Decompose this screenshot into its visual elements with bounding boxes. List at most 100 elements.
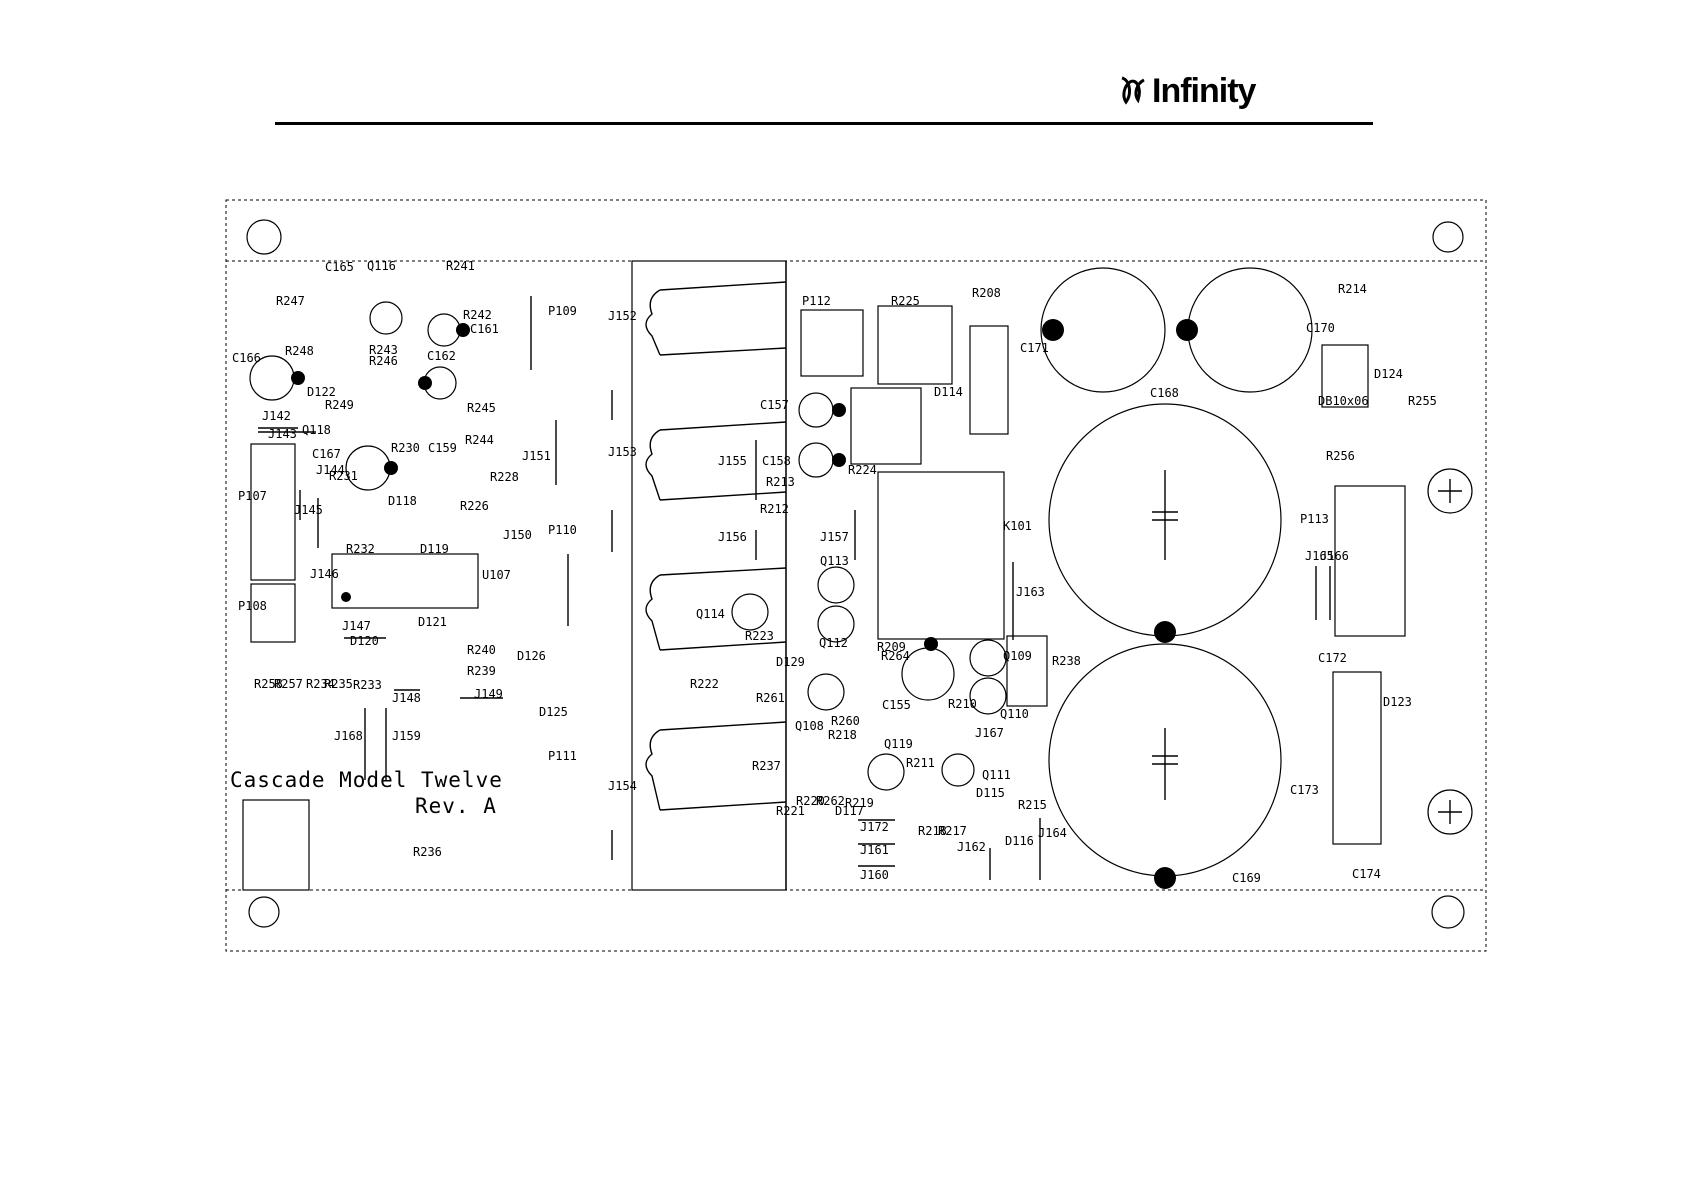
component-label-d120: D120 xyxy=(350,634,379,648)
component-label-r210: R210 xyxy=(948,697,977,711)
component-label-j159: J159 xyxy=(392,729,421,743)
component-label-d129: D129 xyxy=(776,655,805,669)
component-label-c173: C173 xyxy=(1290,783,1319,797)
component-label-r248: R248 xyxy=(285,344,314,358)
component-label-r212: R212 xyxy=(760,502,789,516)
component-label-d117: D117 xyxy=(835,804,864,818)
component-label-r224: R224 xyxy=(848,463,877,477)
component-label-r249: R249 xyxy=(325,398,354,412)
component-label-d125: D125 xyxy=(539,705,568,719)
component-label-r211: R211 xyxy=(906,756,935,770)
component-label-r243: R243 xyxy=(369,343,398,357)
component-label-r230: R230 xyxy=(391,441,420,455)
resistor-R224-body xyxy=(850,387,922,465)
component-label-k101: K101 xyxy=(1003,519,1032,533)
component-label-q112: Q112 xyxy=(819,636,848,650)
component-label-c174: C174 xyxy=(1352,867,1381,881)
board-title: Cascade Model Twelve xyxy=(230,768,503,792)
component-label-c167: C167 xyxy=(312,447,341,461)
component-label-r218b: R218 xyxy=(918,824,947,838)
component-label-r209: R209 xyxy=(877,640,906,654)
component-label-q113: Q113 xyxy=(820,554,849,568)
component-label-d122: D122 xyxy=(307,385,336,399)
component-label-r236: R236 xyxy=(413,845,442,859)
component-label-r255: R255 xyxy=(1408,394,1437,408)
component-label-r235: R235 xyxy=(324,677,353,691)
component-label-r217: R217 xyxy=(938,824,967,838)
component-label-j161: J161 xyxy=(860,843,889,857)
component-label-r257: R257 xyxy=(274,677,303,691)
component-label-r231: R231 xyxy=(329,469,358,483)
component-label-r247: R247 xyxy=(276,294,305,308)
resistor-R208-body xyxy=(969,325,1009,435)
component-label-q116: Q116 xyxy=(367,259,396,273)
component-label-c171: C171 xyxy=(1020,341,1049,355)
component-label-j153: J153 xyxy=(608,445,637,459)
component-label-c157: C157 xyxy=(760,398,789,412)
mounting-hole xyxy=(246,219,282,255)
component-label-q119: Q119 xyxy=(884,737,913,751)
component-label-p113: P113 xyxy=(1300,512,1329,526)
board-revision: Rev. A xyxy=(415,794,497,818)
component-label-j151: J151 xyxy=(522,449,551,463)
component-label-r246: R246 xyxy=(369,354,398,368)
component-label-j172: J172 xyxy=(860,820,889,834)
component-label-d115: D115 xyxy=(976,786,1005,800)
standoff-bracket xyxy=(242,799,310,891)
connector-P113 xyxy=(1334,485,1406,637)
component-label-r214: R214 xyxy=(1338,282,1367,296)
component-label-r260: R260 xyxy=(831,714,860,728)
brand-logo xyxy=(1116,70,1256,116)
bridge-rectifier xyxy=(1321,344,1369,408)
component-label-j144: J144 xyxy=(316,463,345,477)
component-label-c162: C162 xyxy=(427,349,456,363)
component-label-r262: R262 xyxy=(816,794,845,808)
component-label-r256: R256 xyxy=(1326,449,1355,463)
component-label-q109: Q109 xyxy=(1003,649,1032,663)
component-label-r241: R241 xyxy=(446,259,475,273)
component-label-c159: C159 xyxy=(428,441,457,455)
component-label-j155: J155 xyxy=(718,454,747,468)
bulk-capacitors xyxy=(1040,267,1313,889)
component-label-r221: R221 xyxy=(776,804,805,818)
infinity-swirl-icon xyxy=(1121,76,1145,105)
component-label-j149: J149 xyxy=(474,687,503,701)
component-label-c165: C165 xyxy=(325,260,354,274)
component-label-q118: Q118 xyxy=(302,423,331,437)
component-label-d114: D114 xyxy=(934,385,963,399)
component-label-j157: J157 xyxy=(820,530,849,544)
component-label-r218: R218 xyxy=(828,728,857,742)
component-label-d118: D118 xyxy=(388,494,417,508)
screw-terminals xyxy=(1427,468,1473,835)
mounting-hole xyxy=(1432,221,1464,253)
component-label-q108: Q108 xyxy=(795,719,824,733)
jumpers xyxy=(258,296,1331,880)
component-label-q114: Q114 xyxy=(696,607,725,621)
resistor-R225-body xyxy=(877,305,953,385)
component-label-p111: P111 xyxy=(548,749,577,763)
component-label-j168: J168 xyxy=(334,729,363,743)
component-label-j147: J147 xyxy=(342,619,371,633)
component-label-c169: C169 xyxy=(1232,871,1261,885)
component-label-q111: Q111 xyxy=(982,768,1011,782)
component-label-r215: R215 xyxy=(1018,798,1047,812)
mounting-hole xyxy=(1431,895,1465,929)
component-label-j165: J165 xyxy=(1305,549,1334,563)
component-label-d121: D121 xyxy=(418,615,447,629)
component-label-j163: J163 xyxy=(1016,585,1045,599)
header-rule xyxy=(275,122,1373,125)
resistor-R238-body xyxy=(1006,635,1048,707)
component-label-r219: R219 xyxy=(845,796,874,810)
component-label-r228: R228 xyxy=(490,470,519,484)
component-label-c168: C168 xyxy=(1150,386,1179,400)
component-label-r222: R222 xyxy=(690,677,719,691)
component-label-r237: R237 xyxy=(752,759,781,773)
component-label-j152: J152 xyxy=(608,309,637,323)
component-label-j162: J162 xyxy=(957,840,986,854)
diode-D123-body xyxy=(1332,671,1382,845)
board-outline xyxy=(225,199,1487,952)
component-label-d126: D126 xyxy=(517,649,546,663)
component-label-r233: R233 xyxy=(353,678,382,692)
component-label-j160: J160 xyxy=(860,868,889,882)
